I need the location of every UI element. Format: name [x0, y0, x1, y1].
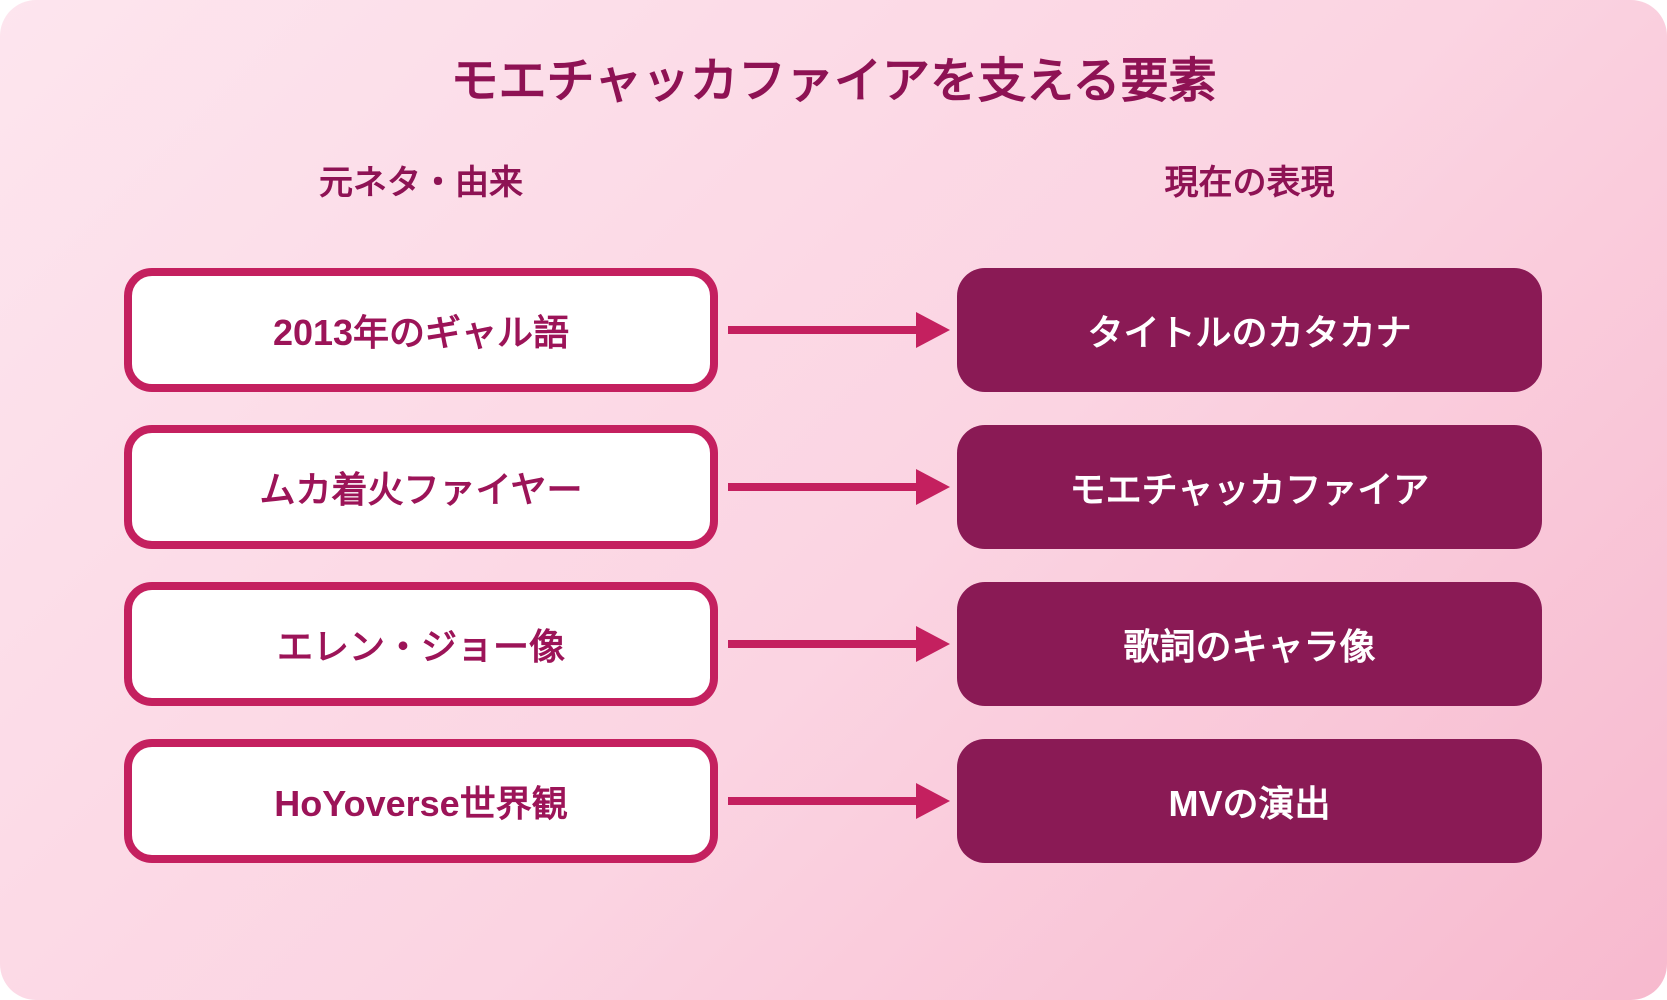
target-box: モエチャッカファイア	[957, 425, 1542, 549]
flow-arrow-line	[728, 326, 918, 334]
source-box: HoYoverse世界観	[124, 739, 718, 863]
flow-arrow-head-icon	[916, 469, 950, 505]
source-box-label: ムカ着火ファイヤー	[259, 469, 583, 510]
target-box-label: 歌詞のキャラ像	[1123, 626, 1376, 667]
source-box: ムカ着火ファイヤー	[124, 425, 718, 549]
flow-arrow-head-icon	[916, 312, 950, 348]
target-box-label: MVの演出	[1168, 783, 1331, 824]
target-box: 歌詞のキャラ像	[957, 582, 1542, 706]
flow-arrow-line	[728, 797, 918, 805]
target-box: タイトルのカタカナ	[957, 268, 1542, 392]
source-box: エレン・ジョー像	[124, 582, 718, 706]
source-box-label: 2013年のギャル語	[272, 312, 570, 353]
mapping-row: 2013年のギャル語 タイトルのカタカナ	[0, 268, 1667, 392]
mapping-row: エレン・ジョー像 歌詞のキャラ像	[0, 582, 1667, 706]
source-box-label: HoYoverse世界観	[274, 783, 568, 824]
flow-arrow-head-icon	[916, 626, 950, 662]
target-box-label: モエチャッカファイア	[1069, 469, 1430, 510]
mapping-row: ムカ着火ファイヤー モエチャッカファイア	[0, 425, 1667, 549]
column-header-source: 元ネタ・由来	[319, 164, 523, 202]
column-header-target: 現在の表現	[1164, 164, 1335, 202]
mapping-row: HoYoverse世界観 MVの演出	[0, 739, 1667, 863]
flow-arrow-line	[728, 483, 918, 491]
source-box: 2013年のギャル語	[124, 268, 718, 392]
source-box-label: エレン・ジョー像	[276, 626, 565, 667]
flow-arrow-line	[728, 640, 918, 648]
target-box-label: タイトルのカタカナ	[1087, 312, 1412, 353]
page-title: モエチャッカファイアを支える要素	[450, 55, 1217, 108]
flow-arrow-head-icon	[916, 783, 950, 819]
target-box: MVの演出	[957, 739, 1542, 863]
